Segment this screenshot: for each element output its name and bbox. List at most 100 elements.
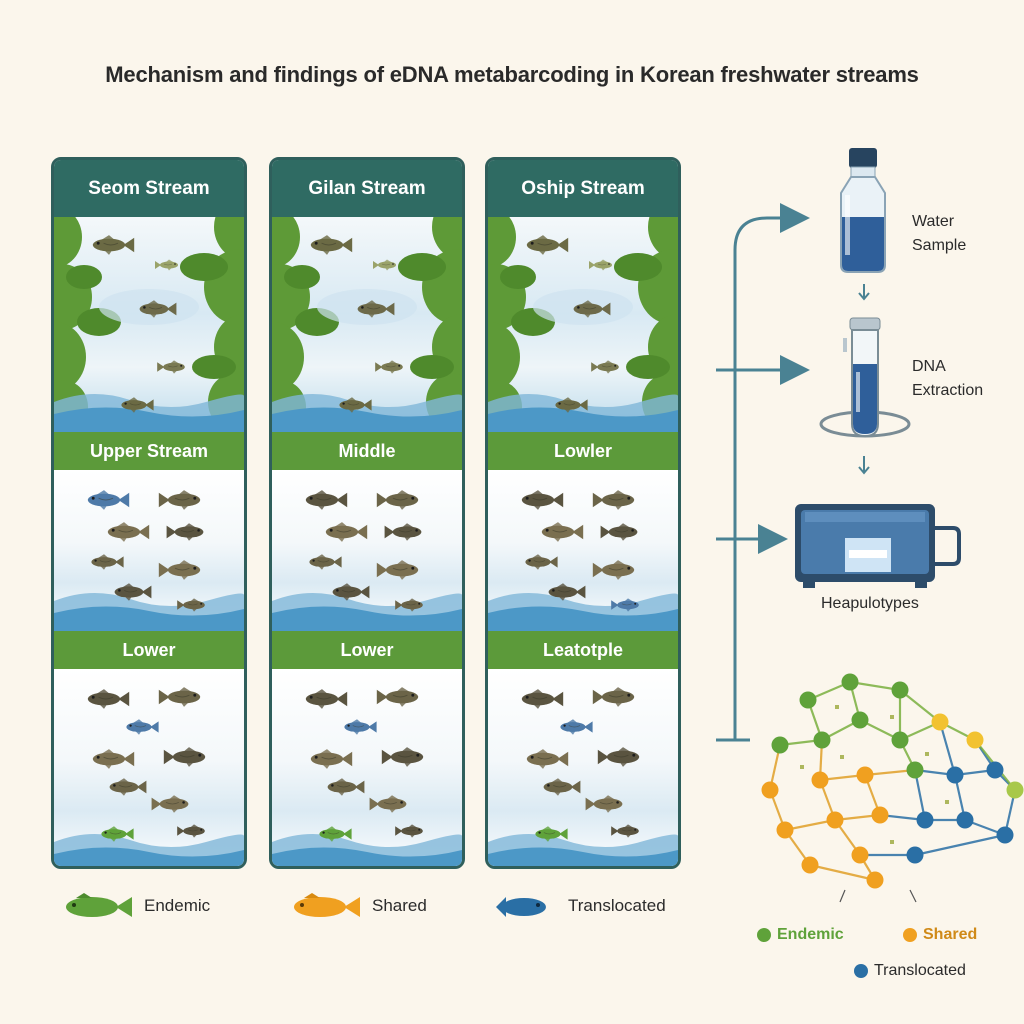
fish-icon bbox=[543, 778, 581, 796]
fish-icon bbox=[395, 598, 423, 612]
fish-icon bbox=[548, 583, 586, 601]
translocated-dot-icon bbox=[854, 964, 868, 978]
haplotype-node bbox=[761, 781, 779, 799]
fish-scene-bottom bbox=[488, 669, 678, 866]
section-band: Lower bbox=[272, 631, 462, 669]
fish-icon bbox=[91, 554, 124, 570]
test-tube-icon bbox=[819, 317, 911, 438]
fish-icon bbox=[157, 360, 185, 374]
haplotype-network bbox=[761, 673, 1024, 903]
legend-label: Shared bbox=[372, 896, 427, 915]
fish-icon bbox=[158, 687, 201, 707]
legend-label: Translocated bbox=[568, 896, 666, 915]
fish-icon bbox=[107, 522, 150, 542]
legend-label: Endemic bbox=[777, 926, 844, 943]
endemic-dot-icon bbox=[757, 928, 771, 942]
fish-icon bbox=[87, 689, 130, 709]
network-legend-endemic: Endemic bbox=[757, 926, 844, 944]
legend-label: Translocated bbox=[874, 962, 966, 979]
stream-column-gilan: Gilan Stream Middle Lower bbox=[269, 157, 465, 869]
fish-icon bbox=[177, 824, 205, 838]
haplotype-node bbox=[906, 761, 924, 779]
stream-column-oship: Oship Stream Lowler Leatotple bbox=[485, 157, 681, 869]
haplotype-node bbox=[906, 846, 924, 864]
fish-icon bbox=[310, 235, 353, 255]
fish-icon bbox=[573, 300, 611, 318]
fish-icon bbox=[535, 826, 568, 842]
fish-icon bbox=[376, 490, 419, 510]
fish-icon bbox=[109, 778, 147, 796]
fish-icon bbox=[526, 235, 569, 255]
fish-icon bbox=[305, 689, 348, 709]
fish-icon bbox=[611, 824, 639, 838]
fish-illustration bbox=[272, 687, 462, 866]
fish-icon bbox=[332, 583, 370, 601]
haplotype-node bbox=[996, 826, 1014, 844]
fish-icon bbox=[585, 795, 623, 813]
shared-dot-icon bbox=[903, 928, 917, 942]
fish-icon bbox=[139, 300, 177, 318]
fish-icon bbox=[560, 719, 593, 735]
fish-scene-middle bbox=[54, 470, 244, 631]
stream-scene-top bbox=[272, 217, 462, 432]
water-sample-label: Water Sample bbox=[912, 213, 967, 254]
stream-scene-top bbox=[488, 217, 678, 432]
fish-icon bbox=[166, 523, 204, 541]
fish-icon bbox=[309, 554, 342, 570]
fish-icon bbox=[591, 360, 619, 374]
section-band: Upper Stream bbox=[54, 432, 244, 470]
section-band: Leatotple bbox=[488, 631, 678, 669]
haplotype-node bbox=[841, 673, 859, 691]
fish-icon bbox=[357, 300, 395, 318]
fish-scene-middle bbox=[488, 470, 678, 631]
haplotypes-label: Heapulotypes bbox=[821, 595, 919, 612]
legend-label: Shared bbox=[923, 926, 978, 943]
dna-extraction-label: DNA Extraction bbox=[912, 358, 984, 399]
fish-icon bbox=[158, 560, 201, 580]
haplotype-node bbox=[856, 766, 874, 784]
fish-icon bbox=[521, 490, 564, 510]
haplotype-node bbox=[986, 761, 1004, 779]
fish-illustration bbox=[272, 490, 462, 631]
fish-icon bbox=[375, 360, 403, 374]
haplotype-node bbox=[799, 691, 817, 709]
fish-icon bbox=[384, 523, 422, 541]
vegetation-illustration bbox=[488, 217, 678, 432]
haplotype-node bbox=[866, 871, 884, 889]
page-title: Mechanism and findings of eDNA metabarco… bbox=[105, 62, 919, 87]
haplotype-node bbox=[801, 856, 819, 874]
haplotype-node bbox=[826, 811, 844, 829]
fish-illustration bbox=[54, 687, 244, 866]
shared-fish-icon bbox=[294, 893, 360, 917]
fish-icon bbox=[541, 522, 584, 542]
fish-icon bbox=[158, 490, 201, 510]
fish-icon bbox=[592, 490, 635, 510]
legend-shared: Shared bbox=[286, 892, 427, 920]
fish-scene-bottom bbox=[54, 669, 244, 866]
haplotype-node bbox=[851, 711, 869, 729]
fish-icon bbox=[395, 824, 423, 838]
fish-icon bbox=[369, 795, 407, 813]
stream-column-seom: Seom Stream Upper Stream Lower bbox=[51, 157, 247, 869]
fish-icon bbox=[121, 397, 154, 413]
fish-icon bbox=[525, 554, 558, 570]
down-arrow-icon bbox=[858, 456, 870, 475]
haplotype-node bbox=[956, 811, 974, 829]
fish-icon bbox=[310, 749, 353, 769]
haplotype-node bbox=[813, 731, 831, 749]
haplotype-node bbox=[946, 766, 964, 784]
section-band: Middle bbox=[272, 432, 462, 470]
fish-icon bbox=[92, 749, 135, 769]
section-band: Lowler bbox=[488, 432, 678, 470]
haplotype-node bbox=[1006, 781, 1024, 799]
legend-label: Endemic bbox=[144, 896, 211, 915]
fish-icon bbox=[376, 560, 419, 580]
network-legend-translocated: Translocated bbox=[854, 962, 966, 980]
fish-icon bbox=[101, 826, 134, 842]
sequencer-machine-icon bbox=[795, 504, 961, 588]
fish-icon bbox=[373, 259, 396, 271]
fish-icon bbox=[155, 259, 178, 271]
fish-icon bbox=[344, 719, 377, 735]
fish-icon bbox=[339, 397, 372, 413]
haplotype-node bbox=[916, 811, 934, 829]
